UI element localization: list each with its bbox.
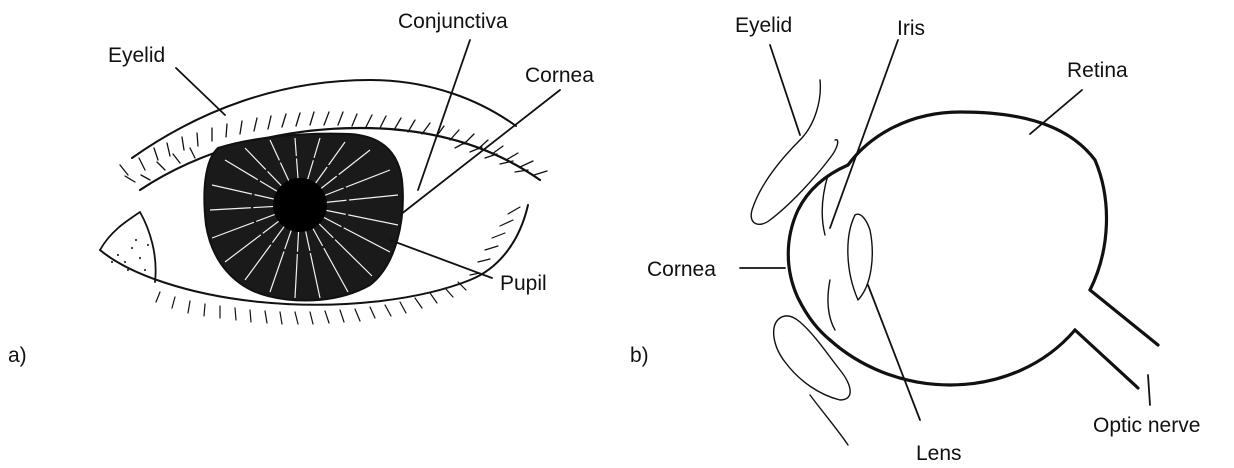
panel-a-label: a) xyxy=(8,344,27,367)
external-eye-drawing xyxy=(100,80,547,324)
label-a-pupil: Pupil xyxy=(500,272,547,295)
eyeball-outline xyxy=(830,112,1106,385)
panel-a: a) xyxy=(8,10,594,367)
optic-nerve xyxy=(1075,290,1158,388)
label-a-conjunctiva: Conjunctiva xyxy=(398,10,508,33)
leader-a-cornea xyxy=(400,90,560,215)
leader-a-pupil xyxy=(390,240,492,278)
inner-canthus xyxy=(100,212,156,282)
leader-b-eyelid xyxy=(770,45,800,135)
label-b-lens: Lens xyxy=(916,442,962,465)
upper-eyelid-b xyxy=(751,80,838,224)
caruncle-stipple xyxy=(111,239,149,271)
label-a-eyelid: Eyelid xyxy=(108,44,165,67)
panel-b-label: b) xyxy=(630,344,649,367)
label-b-eyelid: Eyelid xyxy=(735,14,792,37)
label-b-optic-nerve: Optic nerve xyxy=(1093,414,1200,437)
lower-eyelid-b xyxy=(774,316,850,400)
label-b-cornea: Cornea xyxy=(647,258,716,281)
leader-b-optic-nerve xyxy=(1148,375,1150,405)
leader-a-eyelid xyxy=(176,68,225,115)
lower-eyelid-skin xyxy=(810,395,848,445)
label-b-retina: Retina xyxy=(1067,59,1128,82)
panel-b-leaders xyxy=(740,40,1150,420)
label-a-cornea: Cornea xyxy=(525,64,594,87)
pupil xyxy=(273,178,327,232)
panel-b: b) Eyelid Ir xyxy=(630,14,1200,465)
label-b-iris: Iris xyxy=(897,17,925,40)
leader-b-lens xyxy=(868,285,920,420)
eye-cross-section xyxy=(751,80,1158,445)
cornea-curve xyxy=(788,165,848,340)
leader-b-iris xyxy=(830,40,898,228)
iris-b xyxy=(822,175,835,330)
